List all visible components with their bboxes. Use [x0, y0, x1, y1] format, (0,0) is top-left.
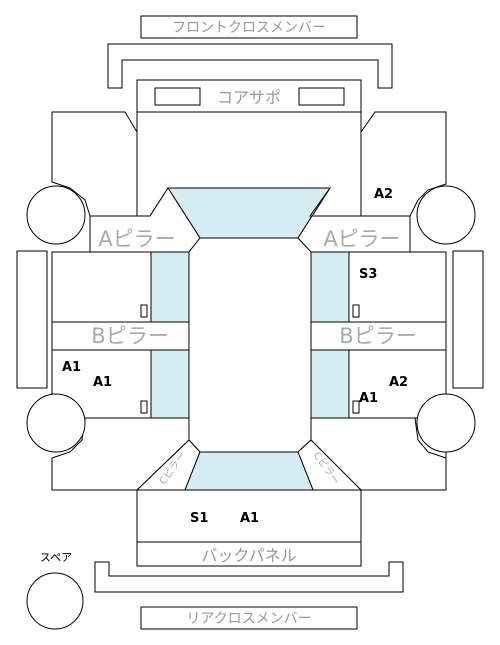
b-pillar-left-text: Bピラー — [91, 324, 168, 348]
front-cross-member-text: フロントクロスメンバー — [172, 20, 326, 36]
mark-left-rear-door-1: A1 — [62, 360, 81, 375]
right-rear-door-handle — [352, 400, 360, 414]
core-support[interactable]: コアサポ — [136, 79, 362, 113]
rear-right-wheel[interactable] — [416, 393, 476, 453]
left-front-door-handle — [140, 304, 148, 318]
spare-tire-text: スペア — [40, 551, 72, 564]
b-pillar-right[interactable]: Bピラー — [310, 321, 447, 351]
core-support-text: コアサポ — [217, 88, 281, 107]
left-rear-door-handle — [140, 400, 148, 414]
mark-right-rear-door-1: A2 — [389, 375, 408, 390]
a-pillar-right-text: Aピラー — [323, 227, 400, 251]
left-side-step[interactable] — [16, 250, 48, 389]
back-panel-text: バックパネル — [201, 546, 296, 565]
right-front-door-panel — [348, 251, 447, 323]
mark-trunk-1: S1 — [190, 511, 208, 526]
right-front-door-handle — [352, 304, 360, 318]
rear-window[interactable] — [184, 451, 314, 491]
front-cross-member[interactable] — [107, 43, 393, 89]
c-pillar-right[interactable]: Cピラー — [297, 439, 363, 491]
front-right-wheel[interactable] — [416, 185, 476, 245]
core-support-right-slot — [298, 87, 345, 106]
trunk[interactable] — [136, 489, 362, 543]
rear-cross-member-text: リアクロスメンバー — [186, 611, 311, 627]
front-cross-member-label: フロントクロスメンバー — [140, 15, 358, 39]
a-pillar-right[interactable]: Aピラー — [297, 187, 411, 253]
left-rear-window[interactable] — [150, 349, 190, 419]
spare-tire[interactable]: スペア — [26, 551, 84, 630]
mark-right-front-fender: A2 — [374, 187, 393, 202]
b-pillar-left[interactable]: Bピラー — [51, 321, 190, 351]
rear-left-wheel[interactable] — [26, 393, 86, 453]
right-front-door[interactable] — [348, 251, 447, 323]
mark-right-front-door: S3 — [359, 267, 377, 282]
left-front-window[interactable] — [150, 251, 190, 323]
back-panel-shape — [136, 541, 362, 567]
rear-cross-member[interactable] — [94, 561, 404, 593]
mark-trunk-2: A1 — [240, 511, 259, 526]
front-left-wheel[interactable] — [26, 185, 86, 245]
mark-left-rear-door-2: A1 — [93, 375, 112, 390]
mark-right-rear-door-2: A1 — [359, 391, 378, 406]
back-panel[interactable]: バックパネル — [136, 541, 362, 567]
spare-tire-circle — [26, 572, 84, 630]
a-pillar-left[interactable]: Aピラー — [89, 187, 201, 253]
b-pillar-right-text: Bピラー — [339, 324, 416, 348]
roof[interactable] — [188, 237, 312, 453]
core-support-left-slot — [154, 87, 201, 106]
right-front-window[interactable] — [310, 251, 350, 323]
a-pillar-left-text: Aピラー — [98, 227, 175, 251]
left-front-door-panel — [51, 251, 152, 323]
front-cross-member-box — [140, 15, 358, 39]
right-rear-window[interactable] — [310, 349, 350, 419]
right-side-step[interactable] — [452, 250, 484, 389]
rear-cross-member-label: リアクロスメンバー — [140, 606, 358, 630]
rear-cross-member-box — [140, 606, 358, 630]
c-pillar-left[interactable]: Cピラー — [135, 439, 201, 491]
right-front-fender[interactable] — [360, 111, 447, 217]
left-front-door[interactable] — [51, 251, 152, 323]
